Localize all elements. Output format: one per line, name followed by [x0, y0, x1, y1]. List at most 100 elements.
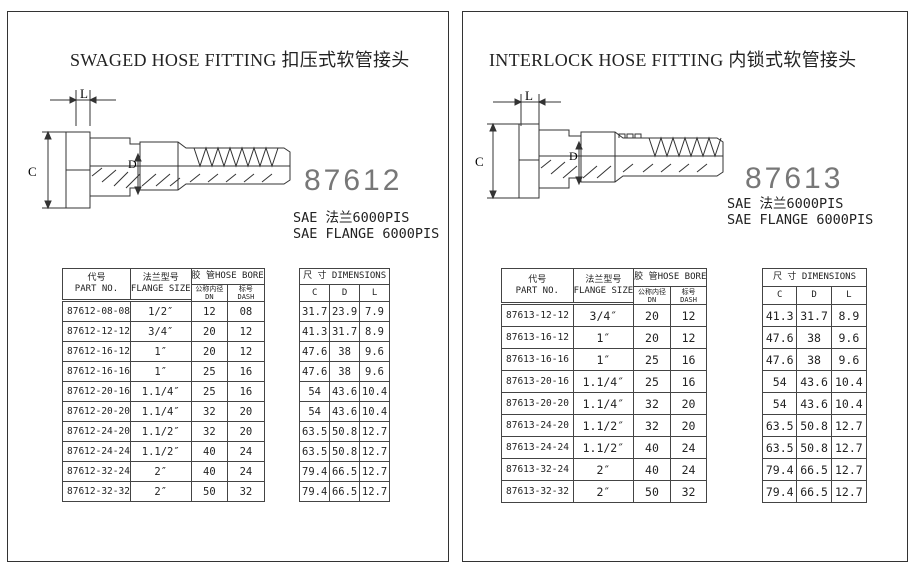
header-spacer — [263, 268, 301, 302]
cell-flange-size: 1.1/2″ — [572, 436, 635, 459]
cell-part-no: 87613-24-24 — [501, 436, 574, 459]
cell-part-no: 87613-24-20 — [501, 414, 574, 437]
cell-dim-l: 12.7 — [830, 436, 868, 459]
cell-dim-d: 43.6 — [796, 370, 832, 393]
dim-label-d: D — [569, 149, 578, 163]
cell-dim-l: 10.4 — [830, 370, 868, 393]
cell-spacer — [263, 301, 301, 322]
dim-label-l: L — [80, 86, 88, 101]
cell-dim-c: 54 — [299, 401, 331, 422]
cell-part-no: 87613-16-12 — [501, 326, 574, 349]
cell-dn: 20 — [633, 304, 671, 327]
cell-flange-size: 2″ — [572, 458, 635, 481]
cell-part-no: 87613-32-24 — [501, 458, 574, 481]
cell-dim-l: 9.6 — [830, 326, 868, 349]
cell-flange-size: 2″ — [129, 461, 192, 482]
sae-flange-cn: SAE 法兰6000PIS — [293, 210, 410, 226]
cell-dim-c: 47.6 — [299, 341, 331, 362]
header-hose-bore: 胶 管HOSE BORE — [190, 268, 265, 285]
cell-dim-c: 54 — [299, 381, 331, 402]
cell-part-no: 87612-24-20 — [62, 421, 131, 442]
cell-dim-c: 79.4 — [299, 481, 331, 502]
cell-dim-l: 10.4 — [830, 392, 868, 415]
cell-dn: 25 — [633, 370, 671, 393]
cell-part-no: 87612-12-12 — [62, 321, 131, 342]
cell-part-no: 87613-32-32 — [501, 480, 574, 503]
cell-dash: 16 — [669, 348, 708, 371]
cell-dim-l: 12.7 — [830, 458, 868, 481]
cell-dim-c: 47.6 — [762, 326, 798, 349]
cell-dim-d: 50.8 — [796, 414, 832, 437]
cell-part-no: 87613-20-20 — [501, 392, 574, 415]
cell-dash: 20 — [669, 414, 708, 437]
dim-label-d: D — [128, 157, 137, 171]
cell-dn: 40 — [633, 458, 671, 481]
cell-spacer — [706, 480, 764, 503]
cell-dim-l: 12.7 — [830, 414, 868, 437]
cell-dim-d: 31.7 — [329, 321, 361, 342]
cell-dim-c: 41.3 — [299, 321, 331, 342]
cell-dim-d: 38 — [329, 341, 361, 362]
header-d: D — [329, 284, 361, 302]
cell-part-no: 87613-12-12 — [501, 304, 574, 327]
cell-dim-d: 43.6 — [796, 392, 832, 415]
cell-dim-l: 10.4 — [359, 401, 390, 422]
cell-dim-d: 38 — [796, 326, 832, 349]
cell-spacer — [263, 401, 301, 422]
fitting-drawing-interlock: L C D — [475, 88, 724, 200]
cell-dim-l: 8.9 — [830, 304, 868, 327]
cell-dn: 25 — [633, 348, 671, 371]
cell-dim-c: 31.7 — [299, 301, 331, 322]
fitting-drawing-swaged: L C D — [28, 86, 291, 210]
cell-dn: 40 — [633, 436, 671, 459]
cell-part-no: 87612-32-32 — [62, 481, 131, 502]
cell-dim-c: 63.5 — [299, 441, 331, 462]
cell-spacer — [263, 341, 301, 362]
cell-flange-size: 1″ — [572, 348, 635, 371]
cell-dim-c: 63.5 — [299, 421, 331, 442]
header-d: D — [796, 286, 832, 305]
cell-dn: 20 — [633, 326, 671, 349]
cell-dim-l: 12.7 — [359, 481, 390, 502]
cell-spacer — [263, 481, 301, 502]
cell-dim-d: 50.8 — [329, 421, 361, 442]
cell-flange-size: 1.1/4″ — [572, 392, 635, 415]
cell-dash: 12 — [227, 341, 265, 362]
catalog-panel-interlock: INTERLOCK HOSE FITTING 内锁式软管接头 — [462, 11, 908, 562]
cell-flange-size: 1.1/4″ — [129, 381, 192, 402]
cell-dim-l: 12.7 — [359, 461, 390, 482]
cell-dim-l: 12.7 — [359, 421, 390, 442]
header-spacer — [706, 268, 764, 305]
cell-dim-c: 63.5 — [762, 436, 798, 459]
cell-flange-size: 3/4″ — [129, 321, 192, 342]
sae-flange-en: SAE FLANGE 6000PIS — [293, 226, 440, 242]
cell-flange-size: 1.1/4″ — [572, 370, 635, 393]
cell-dim-d: 23.9 — [329, 301, 361, 322]
cell-dim-d: 38 — [796, 348, 832, 371]
cell-spacer — [263, 421, 301, 442]
cell-dim-c: 79.4 — [762, 480, 798, 503]
cell-dash: 16 — [227, 381, 265, 402]
cell-spacer — [706, 414, 764, 437]
cell-spacer — [706, 436, 764, 459]
cell-flange-size: 1″ — [572, 326, 635, 349]
header-dimensions: 尺 寸 DIMENSIONS — [299, 268, 390, 285]
cell-flange-size: 1.1/2″ — [129, 421, 192, 442]
header-c: C — [762, 286, 798, 305]
cell-dim-l: 9.6 — [830, 348, 868, 371]
cell-dash: 32 — [669, 480, 708, 503]
